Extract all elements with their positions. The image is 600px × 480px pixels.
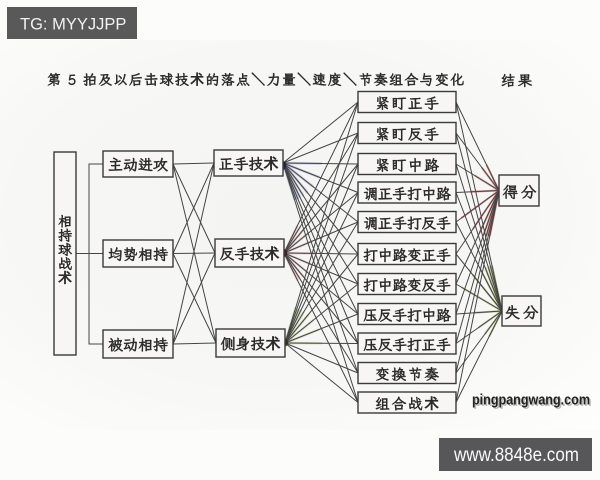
svg-text:TG: MYYJJPP: TG: MYYJJPP [20, 16, 126, 34]
svg-text:www.8848e.com: www.8848e.com [453, 445, 579, 466]
svg-text:pingpangwang.com: pingpangwang.com [472, 392, 590, 409]
svg-text:pingpangwang.com: pingpangwang.com [474, 393, 592, 410]
